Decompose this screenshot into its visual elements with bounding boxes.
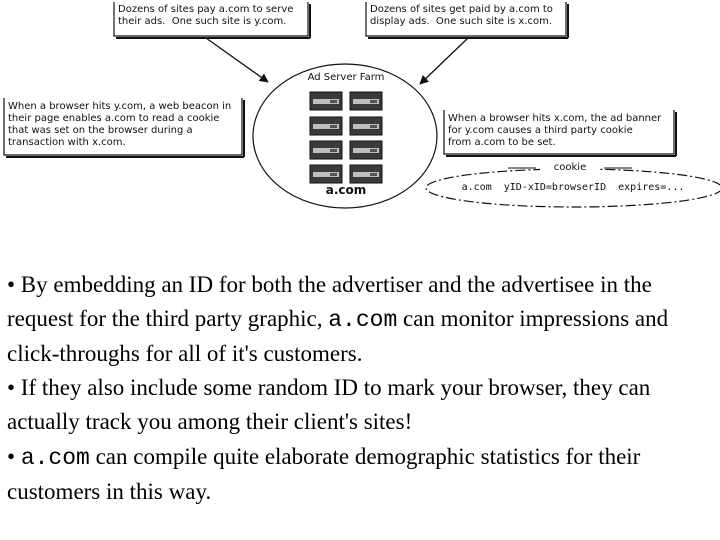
diagram-graphics: [3, 2, 720, 209]
server-farm-brand: a.com: [325, 183, 367, 197]
server-unit: [349, 164, 383, 184]
server-rack: [309, 91, 383, 184]
note-right: When a browser hits x.com, the ad banner…: [448, 113, 662, 148]
note-box-top-left: [113, 2, 311, 39]
bullet-code: a.com: [328, 307, 398, 333]
bullet-text: can monitor impressions and click-throug…: [7, 306, 669, 366]
note-box-left: [3, 98, 245, 158]
note-left: When a browser hits y.com, a web beacon …: [8, 101, 232, 148]
note-top-right: Dozens of sites get paid by a.com to dis…: [370, 4, 553, 27]
server-unit: [349, 91, 383, 111]
note-top-left: Dozens of sites pay a.com to serve their…: [118, 4, 294, 27]
server-unit: [349, 116, 383, 136]
server-farm-label: Ad Server Farm: [307, 72, 385, 83]
bullet-text: • If they also include some random ID to…: [7, 375, 651, 434]
bullet-code: a.com: [20, 445, 90, 471]
cookie-contents: a.com yID-xID=browserID expires=...: [461, 182, 685, 193]
server-unit: [309, 116, 343, 136]
bullet-text: •: [7, 444, 21, 469]
bullet-list: • By embedding an ID for both the advert…: [7, 268, 713, 509]
ad-tracking-diagram: Dozens of sites pay a.com to serve their…: [0, 0, 720, 240]
arrow-to-server-right: [419, 37, 469, 85]
server-unit: [349, 140, 383, 160]
bullet-text: • By embedding an ID for both the advert…: [7, 272, 652, 331]
bullet-text: can compile quite elaborate demographic …: [7, 444, 641, 504]
server-unit: [309, 91, 343, 111]
server-farm-ellipse: [252, 63, 438, 209]
arrow-to-server-left: [205, 37, 269, 83]
note-box-right: [443, 110, 677, 157]
server-unit: [309, 164, 343, 184]
bullet-item: • By embedding an ID for both the advert…: [7, 268, 713, 371]
cookie-title: cookie: [540, 162, 600, 173]
bullet-item: • a.com can compile quite elaborate demo…: [7, 440, 713, 509]
server-unit: [309, 140, 343, 160]
bullet-item: • If they also include some random ID to…: [7, 371, 713, 440]
